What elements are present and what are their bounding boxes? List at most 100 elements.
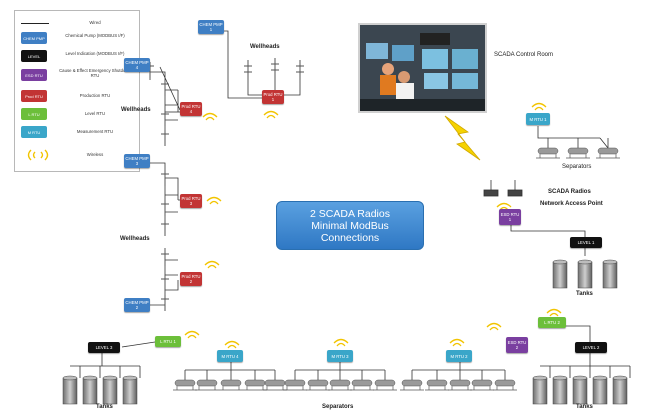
legend-row-wireless: Wireless <box>15 147 139 163</box>
level-2[interactable]: LEVEL 2 <box>575 342 607 353</box>
chem-pump-2[interactable]: CHEM PMP 2 <box>124 298 150 312</box>
prod-rtu-2[interactable]: Prod RTU 2 <box>180 272 202 286</box>
wire <box>540 325 631 378</box>
tank-icon <box>122 375 138 405</box>
wireless-icon <box>204 260 220 269</box>
banner-line: 2 SCADA Radios <box>310 207 390 220</box>
legend-row-level: LEVEL Level Indication (MODBUS I/F) <box>15 49 139 63</box>
wireless-icon <box>531 102 547 111</box>
wire <box>184 362 276 380</box>
radio-icon <box>507 189 523 197</box>
separator-icon <box>219 379 243 391</box>
wellhead-icon <box>271 58 279 80</box>
l-rtu-1[interactable]: L RTU 1 <box>155 336 181 347</box>
tank-icon <box>602 259 618 289</box>
control-room-photo <box>358 23 487 113</box>
separator-icon <box>373 379 397 391</box>
tanks-bottom-left-label: Tanks <box>96 404 113 410</box>
chem-pump-1[interactable]: CHEM PMP 1 <box>198 20 224 34</box>
wellhead-icons <box>146 58 304 311</box>
tank-icon <box>592 375 608 405</box>
legend: Wired CHEM PMP Chemical Pump (MODBUS I/F… <box>14 10 140 172</box>
wellhead-icon <box>161 130 169 146</box>
chem-pump-3[interactable]: CHEM PMP 3 <box>124 154 150 168</box>
banner-line: Connections <box>320 231 380 244</box>
wireless-icon <box>263 110 279 119</box>
legend-text: Cause & Effect Emergency Shutdown RTU <box>59 68 131 78</box>
level-3[interactable]: LEVEL 3 <box>88 342 120 353</box>
legend-row-wired: Wired <box>15 17 139 29</box>
tank-icon <box>62 375 78 405</box>
wireless-icon <box>184 330 200 339</box>
legend-symbol: M RTU <box>21 126 47 138</box>
chem-pump-4[interactable]: CHEM PMP 4 <box>124 58 150 72</box>
tank-icon <box>572 375 588 405</box>
wellheads-top-label: Wellheads <box>250 44 280 50</box>
legend-row-prod: Prod RTU Production RTU <box>15 89 139 103</box>
m-rtu-4[interactable]: M RTU 4 <box>217 350 243 362</box>
wireless-icon <box>486 322 502 331</box>
wireless-legend-icon <box>27 149 49 161</box>
scada-control-room-label: SCADA Control Room <box>494 52 554 58</box>
separators-bottom-label: Separators <box>322 404 354 410</box>
m-rtu-1[interactable]: M RTU 1 <box>526 113 550 125</box>
wellhead-icon <box>244 60 252 80</box>
l-rtu-2[interactable]: L RTU 2 <box>538 317 566 328</box>
legend-symbol: CHEM PMP <box>21 32 47 44</box>
level-1[interactable]: LEVEL 1 <box>570 237 602 248</box>
tank-icons <box>62 259 628 405</box>
esd-rtu-1[interactable]: ESD RTU 1 <box>499 209 521 225</box>
wire <box>537 126 609 150</box>
legend-row-lrtu: L RTU Level RTU <box>15 107 139 121</box>
separator-icon <box>263 379 287 391</box>
legend-symbol: L RTU <box>21 108 47 120</box>
esd-rtu-2[interactable]: ESD RTU 2 <box>506 337 528 353</box>
tank-icon <box>552 375 568 405</box>
control-room-illustration <box>360 25 485 111</box>
legend-text: Level Indication (MODBUS I/F) <box>65 51 125 56</box>
wellhead-icon <box>161 110 169 126</box>
prod-rtu-1[interactable]: Prod RTU 1 <box>262 90 284 104</box>
tank-icon <box>102 375 118 405</box>
separator-icon <box>566 147 590 159</box>
separator-icon <box>596 147 620 159</box>
legend-text: Level RTU <box>84 111 106 116</box>
separator-icon <box>425 379 449 391</box>
legend-symbol: ESD RTU <box>21 69 47 81</box>
tanks-right-label: Tanks <box>576 291 593 297</box>
separator-icon <box>470 379 494 391</box>
tank-icon <box>552 259 568 289</box>
tank-icon <box>82 375 98 405</box>
wireless-icon <box>202 112 218 121</box>
wire <box>294 362 386 380</box>
separator-icon <box>536 147 560 159</box>
legend-symbol: Prod RTU <box>21 90 47 102</box>
wire <box>211 30 262 99</box>
prod-rtu-3[interactable]: Prod RTU 3 <box>180 194 202 208</box>
tank-icon <box>612 375 628 405</box>
m-rtu-3[interactable]: M RTU 3 <box>327 350 353 362</box>
separator-icon <box>195 379 219 391</box>
prod-rtu-4[interactable]: Prod RTU 4 <box>180 102 202 116</box>
wired-line-icon <box>21 23 49 24</box>
separator-icon <box>350 379 374 391</box>
tank-icon <box>577 259 593 289</box>
legend-text: Chemical Pump (MODBUS I/F) <box>65 33 125 38</box>
wire <box>411 362 506 380</box>
separator-icon <box>306 379 330 391</box>
wellhead-icon <box>161 295 169 311</box>
wireless-icon <box>206 196 222 205</box>
legend-symbol: LEVEL <box>21 50 47 62</box>
separator-icon <box>400 379 424 391</box>
wellhead-icon <box>161 170 169 186</box>
legend-row-chem: CHEM PMP Chemical Pump (MODBUS I/F) <box>15 31 139 45</box>
wireless-icon <box>333 338 349 347</box>
legend-text: Wireless <box>86 152 104 157</box>
wire <box>70 341 156 378</box>
wireless-icon <box>546 308 562 317</box>
tanks-bottom-right-label: Tanks <box>576 404 593 410</box>
m-rtu-2[interactable]: M RTU 2 <box>446 350 472 362</box>
wellhead-icon <box>161 220 169 236</box>
wire <box>150 162 180 230</box>
